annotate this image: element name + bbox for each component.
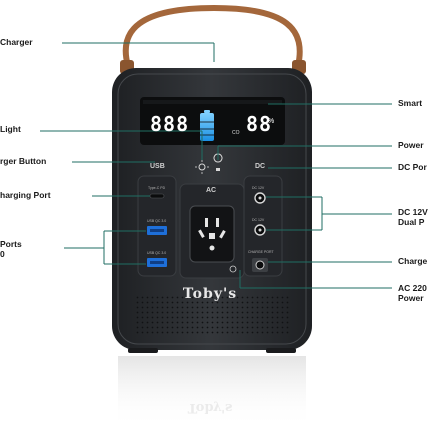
callout-ports: Ports 0: [0, 239, 22, 259]
ac-power-button[interactable]: [229, 265, 237, 273]
brand-reflection: Toby's: [187, 400, 233, 415]
callout-smart: Smart: [398, 98, 423, 108]
callout-charger-button: rger Button: [0, 156, 47, 166]
callout-light: Light: [0, 124, 21, 134]
carry-handle: [120, 4, 306, 74]
type-c-label: Type-C PD: [148, 186, 166, 190]
usb-qc-label-2: USB QC 3.0: [147, 251, 167, 255]
light-button-icon[interactable]: [195, 160, 209, 174]
lcd-input-value: 888: [150, 112, 190, 136]
floor-reflection: [118, 356, 306, 428]
callout-ac-220: AC 220 Power: [398, 283, 427, 303]
brand-logo: Toby's: [182, 286, 238, 302]
dc-port-2[interactable]: [254, 224, 266, 236]
callout-charger: Charger: [0, 37, 33, 47]
ac-panel-label: AC: [206, 187, 217, 194]
usb-panel-label: USB: [150, 163, 165, 170]
speaker-grill: [134, 296, 290, 336]
callout-lines-left: [40, 42, 215, 265]
type-c-port[interactable]: [149, 193, 165, 199]
callout-dc-12v: DC 12V Dual P: [398, 207, 428, 227]
dc-label-2: DC 12V: [252, 218, 265, 222]
bulb-icon[interactable]: [213, 153, 223, 171]
dc-port-1[interactable]: [254, 192, 266, 204]
dc-label-1: DC 12V: [252, 186, 265, 190]
usb-qc-label-1: USB QC 3.0: [147, 219, 167, 223]
callout-lines-right: [217, 103, 392, 289]
charge-input-port[interactable]: [252, 258, 268, 272]
charge-port-label: CHARGE PORT: [248, 250, 274, 254]
dc-panel-label: DC: [255, 163, 266, 170]
callout-power: Power: [398, 140, 424, 150]
lcd-small-unit: CO: [232, 130, 240, 136]
lcd-output-value: 88: [246, 112, 273, 136]
lcd-percent: %: [268, 118, 275, 125]
callout-charge: Charge: [398, 256, 428, 266]
callout-charging-port: harging Port: [0, 190, 51, 200]
callout-dc-port: DC Por: [398, 162, 427, 172]
